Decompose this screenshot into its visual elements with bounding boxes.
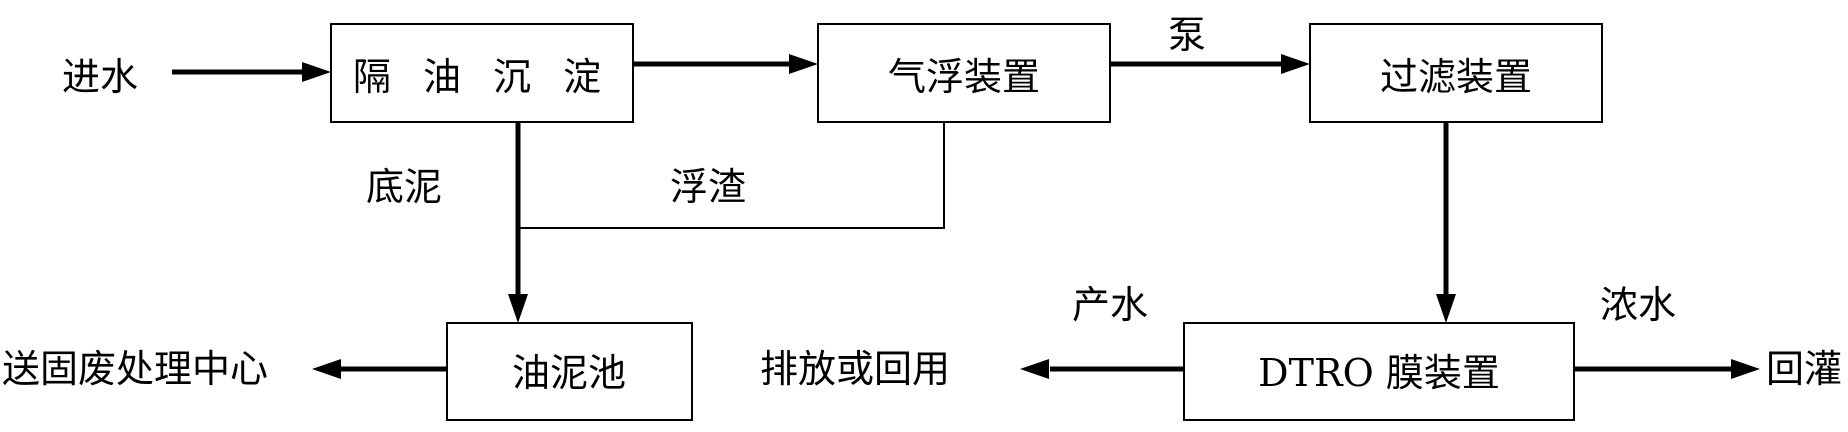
oil-separation-label: 隔 油 沉 淀 [353, 55, 611, 99]
arrow-dtro-to-reinjection [1574, 359, 1760, 379]
filtration-box [1309, 23, 1603, 123]
arrow-inlet-to-oil-separation [172, 62, 331, 82]
arrow-air-flotation-to-filtration [1110, 54, 1310, 74]
float-scum-label: 浮渣 [670, 165, 746, 209]
arrow-filtration-to-dtro [1436, 122, 1456, 323]
arrow-dtro-to-discharge [1020, 359, 1184, 379]
sludge-pool-label: 油泥池 [512, 351, 626, 395]
reinjection-label: 回灌 [1766, 347, 1842, 391]
filtration-node: 过滤装置 [1309, 23, 1603, 123]
dtro-box [1183, 322, 1575, 421]
air-flotation-node: 气浮装置 [817, 23, 1111, 123]
product-water-label: 产水 [1072, 283, 1148, 327]
filtration-label: 过滤装置 [1380, 55, 1532, 99]
inlet-label: 进水 [62, 55, 138, 99]
air-flotation-label: 气浮装置 [888, 55, 1040, 99]
oil-separation-node: 隔 油 沉 淀 [330, 23, 634, 123]
line-float-scum [518, 122, 945, 229]
dtro-node: DTRO 膜装置 [1183, 322, 1575, 421]
sludge-pool-box [446, 322, 693, 421]
solid-waste-center-label: 送固废处理中心 [2, 347, 268, 391]
oil-separation-box [330, 23, 634, 123]
concentrate-label: 浓水 [1600, 283, 1676, 327]
arrow-oil-separation-to-sludge-pool [508, 122, 528, 323]
pump-label: 泵 [1168, 13, 1206, 57]
arrow-sludge-pool-to-solid-waste [312, 359, 447, 379]
discharge-reuse-label: 排放或回用 [760, 347, 950, 391]
arrow-oil-separation-to-air-flotation [633, 54, 818, 74]
dtro-label: DTRO 膜装置 [1258, 351, 1500, 395]
air-flotation-box [817, 23, 1111, 123]
sludge-pool-node: 油泥池 [446, 322, 693, 421]
bottom-sludge-label: 底泥 [366, 165, 442, 209]
